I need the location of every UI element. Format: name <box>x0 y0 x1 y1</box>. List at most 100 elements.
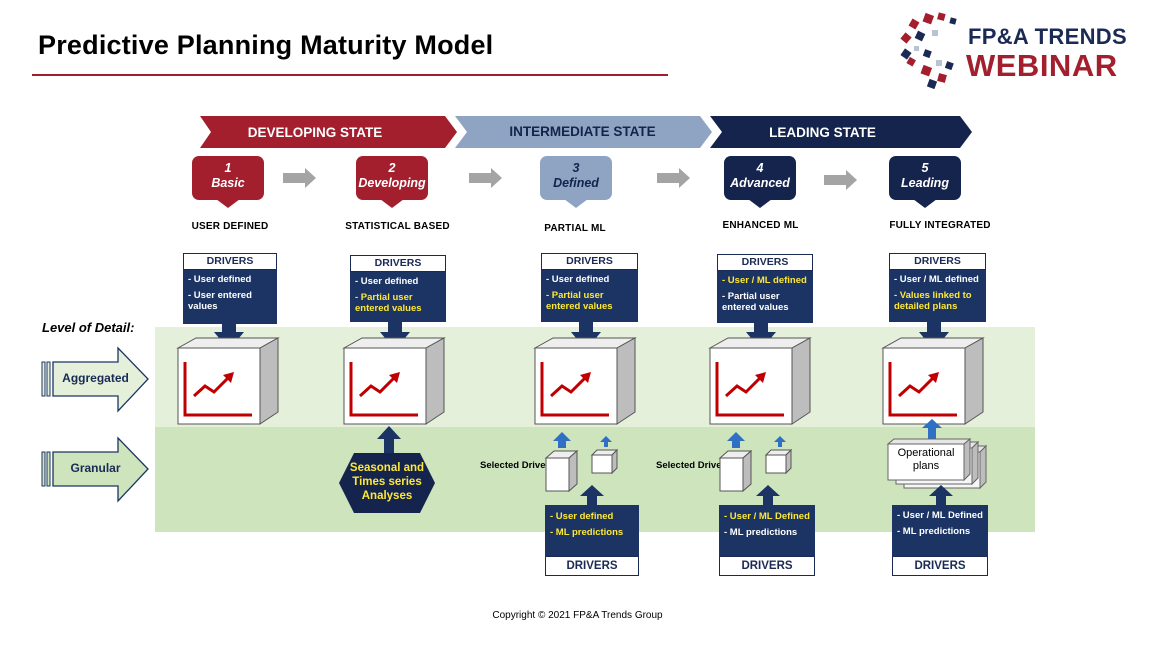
drivers-list: - User defined - User entered values <box>183 270 277 324</box>
stage-5-up-arrow-icon <box>922 419 942 440</box>
logo-text-bottom: WEBINAR <box>966 48 1118 83</box>
driver-item: - User defined <box>546 274 610 285</box>
stage-3-up-arrow-icon <box>580 485 604 506</box>
driver-item: - Partial user entered values <box>355 292 422 314</box>
drivers-footer: DRIVERS <box>545 556 639 576</box>
driver-item: - User / ML defined <box>894 274 979 285</box>
drivers-list: - User / ML defined - Values linked to d… <box>889 270 986 322</box>
stage-5-badge: 5 Leading <box>889 156 961 200</box>
state-chevrons <box>200 116 972 148</box>
stage-2-name: Developing <box>358 176 426 190</box>
granular-arrow-icon <box>41 436 149 503</box>
stage-2-pointer <box>380 199 404 208</box>
seasonal-analyses-label: Seasonal and Times series Analyses <box>349 462 425 502</box>
operational-plans-stack <box>886 438 988 490</box>
stage-4-description: ENHANCED ML <box>722 220 799 231</box>
stage-4-bottom-drivers: - User / ML Defined - ML predictions DRI… <box>719 505 815 576</box>
stage-2-description: STATISTICAL BASED <box>345 221 450 232</box>
leading-state-chevron <box>710 116 972 148</box>
granular-label: Granular <box>70 461 121 475</box>
intermediate-state-label: INTERMEDIATE STATE <box>509 124 656 139</box>
stage-5-description: FULLY INTEGRATED <box>889 220 991 231</box>
stage-3-number: 3 <box>572 161 580 175</box>
stage-1-number: 1 <box>224 161 232 175</box>
driver-item: - User entered values <box>188 290 252 312</box>
stage-1-description: USER DEFINED <box>191 221 269 232</box>
developing-state-label: DEVELOPING STATE <box>247 125 383 140</box>
drivers-list: - User defined - Partial user entered va… <box>541 270 638 322</box>
drivers-header: DRIVERS <box>889 253 986 270</box>
leading-state-label: LEADING STATE <box>769 125 876 140</box>
stage-3-selected-drivers-label: Selected Drivers: <box>480 460 558 471</box>
stage-4-selected-driver-cubes <box>718 432 793 493</box>
logo-mark-icon <box>900 12 957 90</box>
driver-item: - User defined <box>550 511 614 522</box>
stage-2-top-drivers: DRIVERS - User defined - Partial user en… <box>350 255 446 322</box>
drivers-list: - User / ML Defined - ML predictions <box>892 505 988 556</box>
level-of-detail-title: Level of Detail: <box>42 320 135 335</box>
stage-1-aggregated-cube <box>176 322 280 425</box>
title-divider <box>32 74 668 76</box>
intermediate-state-chevron <box>455 116 712 148</box>
drivers-list: - User defined - ML predictions <box>545 505 639 556</box>
stage-1-top-drivers: DRIVERS - User defined - User entered va… <box>183 253 277 324</box>
stage-3-description: PARTIAL ML <box>544 223 606 234</box>
stage-5-top-drivers: DRIVERS - User / ML defined - Values lin… <box>889 253 986 322</box>
driver-item: - Partial user entered values <box>722 291 789 313</box>
stage-5-number: 5 <box>921 161 929 175</box>
page-title: Predictive Planning Maturity Model <box>38 30 494 60</box>
stage-5-bottom-drivers: - User / ML Defined - ML predictions DRI… <box>892 505 988 576</box>
stage-4-selected-drivers-label: Selected Drivers: <box>656 460 734 471</box>
stage-1-pointer <box>216 199 240 208</box>
drivers-header: DRIVERS <box>183 253 277 270</box>
aggregated-label: Aggregated <box>62 371 129 385</box>
driver-item: - ML predictions <box>724 527 798 538</box>
stage-3-selected-driver-cubes <box>544 432 619 493</box>
driver-item: - User / ML defined <box>722 275 807 286</box>
drivers-footer: DRIVERS <box>892 556 988 576</box>
stage-3-pointer <box>564 199 588 208</box>
stage-5-name: Leading <box>901 176 949 190</box>
drivers-header: DRIVERS <box>717 254 813 271</box>
stage-2-number: 2 <box>388 161 396 175</box>
stage-3-name: Defined <box>553 176 599 190</box>
aggregated-arrow-icon <box>41 346 149 413</box>
seasonal-analyses-hexagon <box>339 453 435 513</box>
driver-item: - User defined <box>355 276 419 287</box>
driver-item: - ML predictions <box>897 526 971 537</box>
stage-1-name: Basic <box>211 176 245 190</box>
stage-1-2-arrow-icon <box>283 168 316 188</box>
stage-4-top-drivers: DRIVERS - User / ML defined - Partial us… <box>717 254 813 323</box>
driver-item: - User defined <box>188 274 252 285</box>
logo-text-top: FP&A TRENDS <box>968 24 1127 49</box>
stage-1-badge: 1 Basic <box>192 156 264 200</box>
stage-4-5-arrow-icon <box>824 170 857 190</box>
stage-2-badge: 2 Developing <box>356 156 428 200</box>
driver-item: - User / ML Defined <box>897 510 983 521</box>
stage-3-4-arrow-icon <box>657 168 690 188</box>
drivers-list: - User / ML defined - Partial user enter… <box>717 271 813 323</box>
driver-item: - ML predictions <box>550 527 624 538</box>
drivers-header: DRIVERS <box>541 253 638 270</box>
stage-4-aggregated-cube <box>708 322 812 425</box>
copyright-text: Copyright © 2021 FP&A Trends Group <box>492 610 663 621</box>
driver-item: - Partial user entered values <box>546 290 613 312</box>
stage-3-bottom-drivers: - User defined - ML predictions DRIVERS <box>545 505 639 576</box>
stage-5-pointer <box>913 199 937 208</box>
stage-2-3-arrow-icon <box>469 168 502 188</box>
stage-2-aggregated-cube <box>342 322 446 425</box>
drivers-header: DRIVERS <box>350 255 446 272</box>
stage-5-aggregated-cube <box>881 322 985 425</box>
stage-2-up-arrow-icon <box>377 426 401 455</box>
driver-item: - User / ML Defined <box>724 511 810 522</box>
stage-4-up-arrow-icon <box>756 485 780 506</box>
stage-4-pointer <box>748 199 772 208</box>
stage-3-top-drivers: DRIVERS - User defined - Partial user en… <box>541 253 638 322</box>
stage-4-name: Advanced <box>730 176 790 190</box>
drivers-list: - User defined - Partial user entered va… <box>350 272 446 322</box>
drivers-footer: DRIVERS <box>719 556 815 576</box>
stage-4-number: 4 <box>756 161 764 175</box>
drivers-list: - User / ML Defined - ML predictions <box>719 505 815 556</box>
stage-5-bottom-up-arrow-icon <box>929 485 953 506</box>
stage-3-badge: 3 Defined <box>540 156 612 200</box>
